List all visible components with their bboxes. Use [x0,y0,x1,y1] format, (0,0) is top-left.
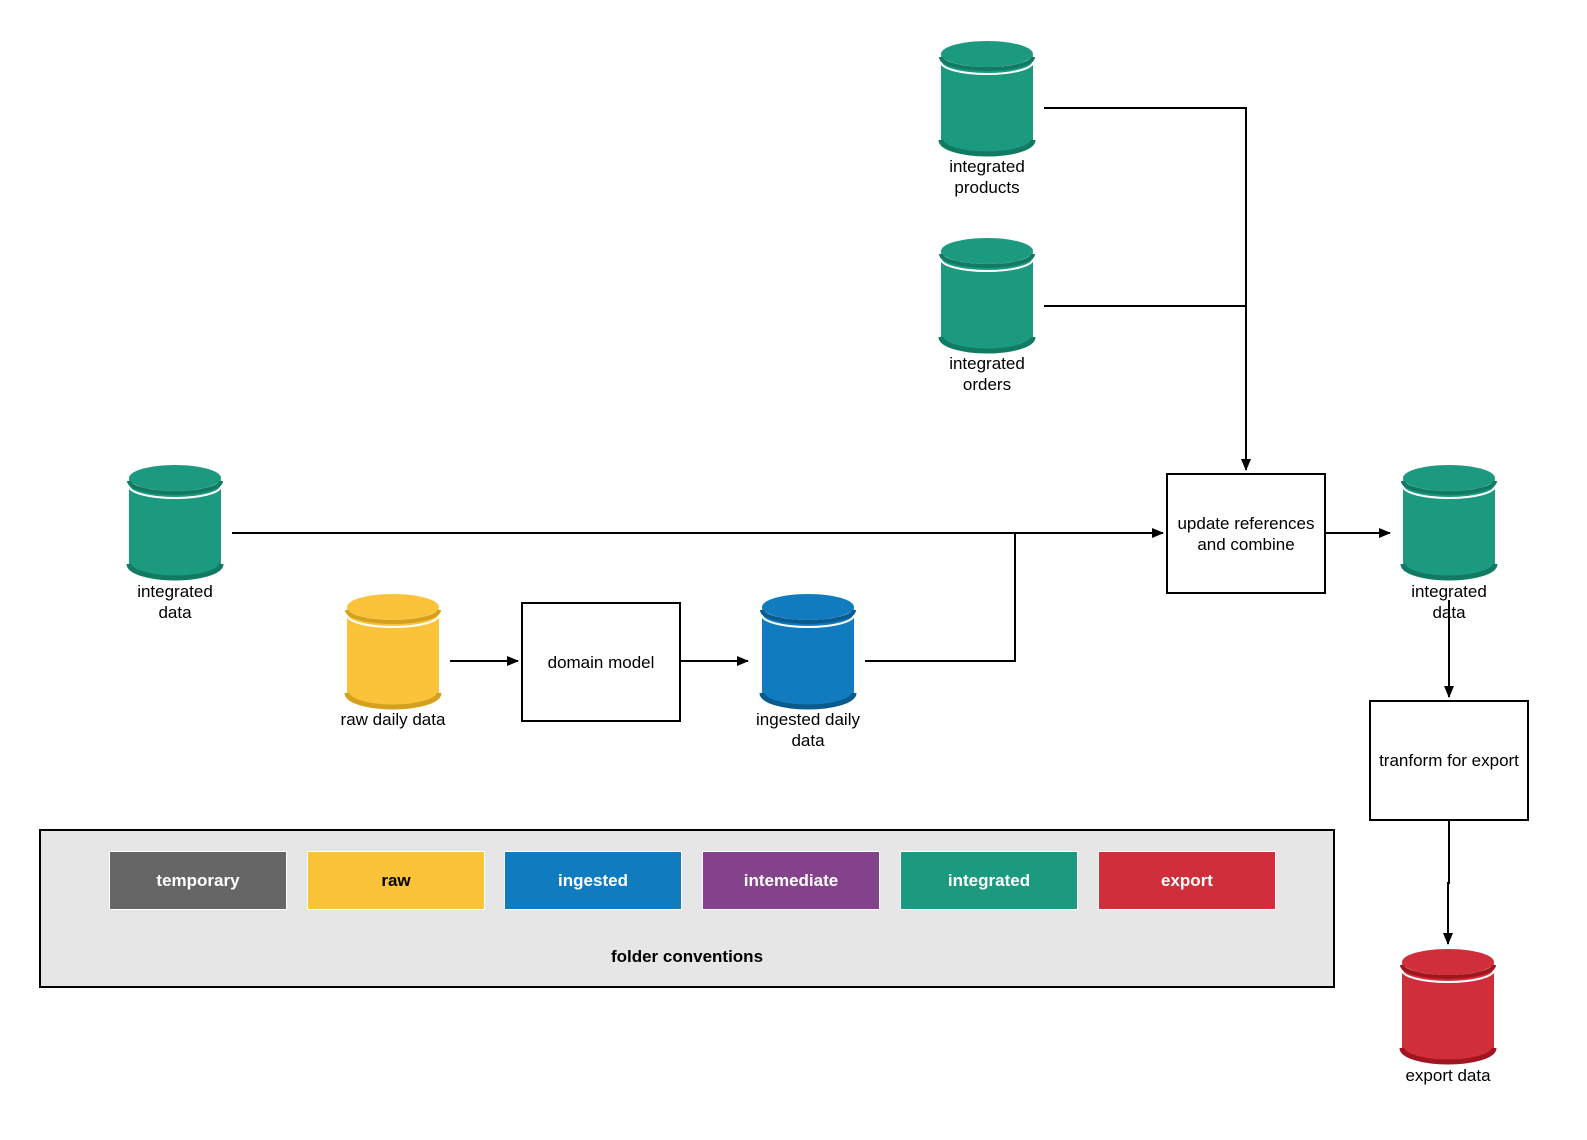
integrated-orders-label: integrated orders [917,353,1057,395]
legend-title: folder conventions [610,947,764,966]
folder-conventions-legend: temporary raw ingested intemediate integ… [39,829,1335,988]
integrated-data-left-label-line2: data [158,603,192,622]
integrated-products-label-line2: products [954,178,1020,197]
edge-ingested-to-update [865,533,1016,662]
integrated-data-left-cylinder[interactable] [126,465,224,581]
legend-label-export: export [1161,870,1213,890]
raw-daily-data-label: raw daily data [340,710,446,729]
edge-transform-to-export [1443,821,1453,945]
legend-swatch-temporary: temporary [109,851,287,910]
ingested-daily-data-label-line1: ingested daily [756,710,860,729]
legend-swatch-ingested: ingested [504,851,682,910]
integrated-data-right-cylinder[interactable] [1400,465,1498,581]
domain-model-label: domain model [547,652,655,672]
ingested-daily-data-cylinder[interactable] [759,594,857,710]
export-data-cylinder[interactable] [1399,949,1497,1065]
integrated-data-right-label: integrated data [1379,581,1519,623]
update-references-label-line1: update references [1177,513,1315,533]
legend-label-integrated: integrated [947,870,1031,890]
update-references-label-line2: and combine [1197,534,1295,554]
legend-swatch-intermediate: intemediate [702,851,880,910]
edge-products-to-update [1044,107,1251,471]
legend-swatch-integrated: integrated [900,851,1078,910]
integrated-products-cylinder[interactable] [938,41,1036,157]
legend-swatch-export: export [1098,851,1276,910]
legend-swatch-raw: raw [307,851,485,910]
legend-label-intermediate: intemediate [743,870,839,890]
ingested-daily-data-label: ingested daily data [733,709,883,751]
update-references-label: update references and combine [1177,513,1314,555]
integrated-products-label-line1: integrated [949,157,1025,176]
ingested-daily-data-label-line2: data [791,731,825,750]
transform-for-export-label: tranform for export [1379,751,1519,770]
export-data-label: export data [1405,1066,1491,1085]
integrated-data-right-label-line1: integrated [1411,582,1487,601]
integrated-data-right-label-line2: data [1432,603,1466,622]
domain-model-box[interactable]: domain model [521,602,681,722]
legend-label-raw: raw [381,870,411,890]
integrated-orders-label-line2: orders [962,375,1012,394]
legend-label-ingested: ingested [558,870,628,890]
integrated-orders-label-line1: integrated [949,354,1025,373]
integrated-orders-cylinder[interactable] [938,238,1036,354]
legend-label-temporary: temporary [156,870,240,890]
update-references-box[interactable]: update references and combine [1166,473,1326,594]
integrated-data-left-label-line1: integrated [137,582,213,601]
integrated-data-left-label: integrated data [105,581,245,623]
raw-daily-data-cylinder[interactable] [344,594,442,710]
transform-for-export-box[interactable]: tranform for export [1369,700,1529,821]
integrated-products-label: integrated products [917,156,1057,198]
